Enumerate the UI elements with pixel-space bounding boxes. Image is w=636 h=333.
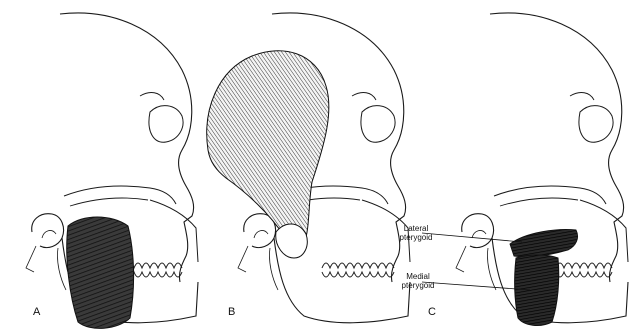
- lateral-pterygoid-label-line2: pterygoid: [394, 233, 438, 242]
- medial-pterygoid-leader: [422, 282, 530, 290]
- medial-pterygoid-label: Medial pterygoid: [398, 272, 438, 290]
- lateral-pterygoid-muscle: [510, 230, 578, 257]
- panel-c-skull: [422, 13, 628, 326]
- medial-pterygoid-muscle: [515, 255, 559, 325]
- masseter-muscle: [67, 217, 134, 328]
- lateral-pterygoid-label-line1: Lateral: [394, 224, 438, 233]
- panel-b-skull: [207, 13, 410, 323]
- panel-label-b: B: [228, 306, 235, 318]
- temporalis-muscle: [207, 51, 329, 247]
- panel-label-a: A: [33, 306, 40, 318]
- panel-label-c: C: [428, 306, 436, 318]
- medial-pterygoid-label-line1: Medial: [398, 272, 438, 281]
- panel-a-skull: [26, 13, 198, 328]
- lateral-pterygoid-label: Lateral pterygoid: [394, 224, 438, 242]
- medial-pterygoid-label-line2: pterygoid: [398, 281, 438, 290]
